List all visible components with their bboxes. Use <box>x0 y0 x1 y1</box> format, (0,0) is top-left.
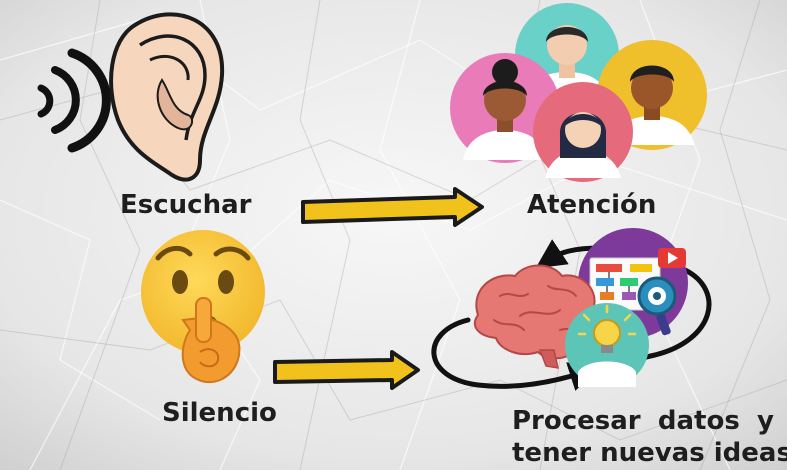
person-avatar <box>450 53 560 163</box>
video-play-icon <box>658 248 686 268</box>
label-procesar-line-1: Procesar datos y <box>512 406 774 436</box>
people-group-icon <box>450 3 707 182</box>
person-avatar <box>533 82 633 182</box>
label-silencio: Silencio <box>162 398 277 428</box>
label-atencion: Atención <box>527 190 657 220</box>
magnifier-icon <box>637 276 677 336</box>
label-escuchar: Escuchar <box>120 190 252 220</box>
lightbulb-icon <box>565 303 649 387</box>
arrow-escuchar-to-atencion <box>301 187 484 227</box>
shushing-face-icon <box>141 230 265 383</box>
sound-waves-icon <box>37 48 111 153</box>
arrow-silencio-to-procesar <box>273 350 420 390</box>
label-word: Procesar <box>512 406 641 436</box>
label-procesar-line-2: tener nuevas ideas <box>512 438 787 468</box>
label-word: y <box>757 406 774 436</box>
ear-icon <box>109 12 225 182</box>
label-word: datos <box>657 406 740 436</box>
